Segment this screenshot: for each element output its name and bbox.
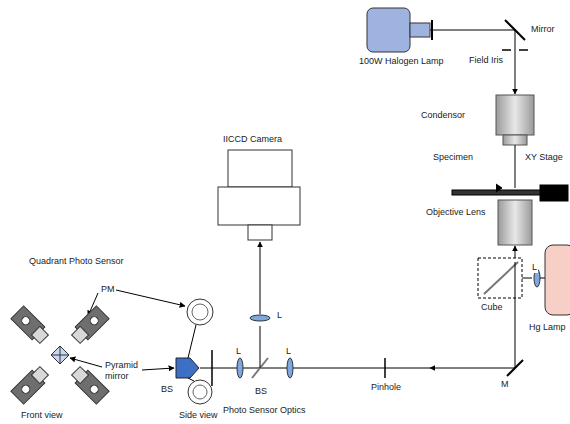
part-label: IICCD Camera — [222, 134, 283, 145]
part-label: BS — [160, 384, 174, 395]
filter-cube — [478, 258, 522, 298]
part-label: Quadrant Photo Sensor — [28, 256, 125, 267]
part-label: Objective Lens — [425, 207, 487, 218]
quadrant-front-view — [11, 306, 109, 404]
pinhole — [384, 358, 386, 378]
part-label: 100W Halogen Lamp — [358, 56, 445, 67]
part-label: Front view — [20, 410, 64, 421]
part-label: PM — [100, 284, 116, 295]
part-label: M — [500, 379, 510, 390]
part-label: L — [235, 346, 242, 357]
part-label: L — [285, 346, 292, 357]
part-label: Side view — [178, 410, 219, 421]
part-label: Pyramid mirror — [104, 360, 142, 382]
halogen-lamp — [367, 8, 410, 52]
part-label: Condensor — [420, 110, 466, 121]
pyramid-mirror — [176, 358, 199, 378]
part-label: XY Stage — [524, 152, 564, 163]
condensor — [496, 95, 534, 135]
part-label: L — [276, 310, 283, 321]
camera — [228, 150, 292, 187]
part-label: Field Iris — [468, 55, 504, 66]
photomultiplier — [11, 306, 51, 346]
part-label: Cube — [480, 302, 504, 313]
part-label: Hg Lamp — [528, 322, 567, 333]
objective-lens — [498, 200, 532, 245]
photomultiplier — [11, 364, 51, 404]
part-label: Specimen — [432, 152, 474, 163]
part-label: Photo Sensor Optics — [222, 405, 307, 416]
photomultiplier — [69, 306, 109, 346]
xy-stage — [540, 185, 568, 201]
part-label: Mirror — [530, 24, 556, 35]
part-label: L — [531, 262, 538, 273]
hg-lamp — [545, 245, 570, 315]
part-label: Pinhole — [370, 382, 402, 393]
part-label: BS — [254, 386, 268, 397]
